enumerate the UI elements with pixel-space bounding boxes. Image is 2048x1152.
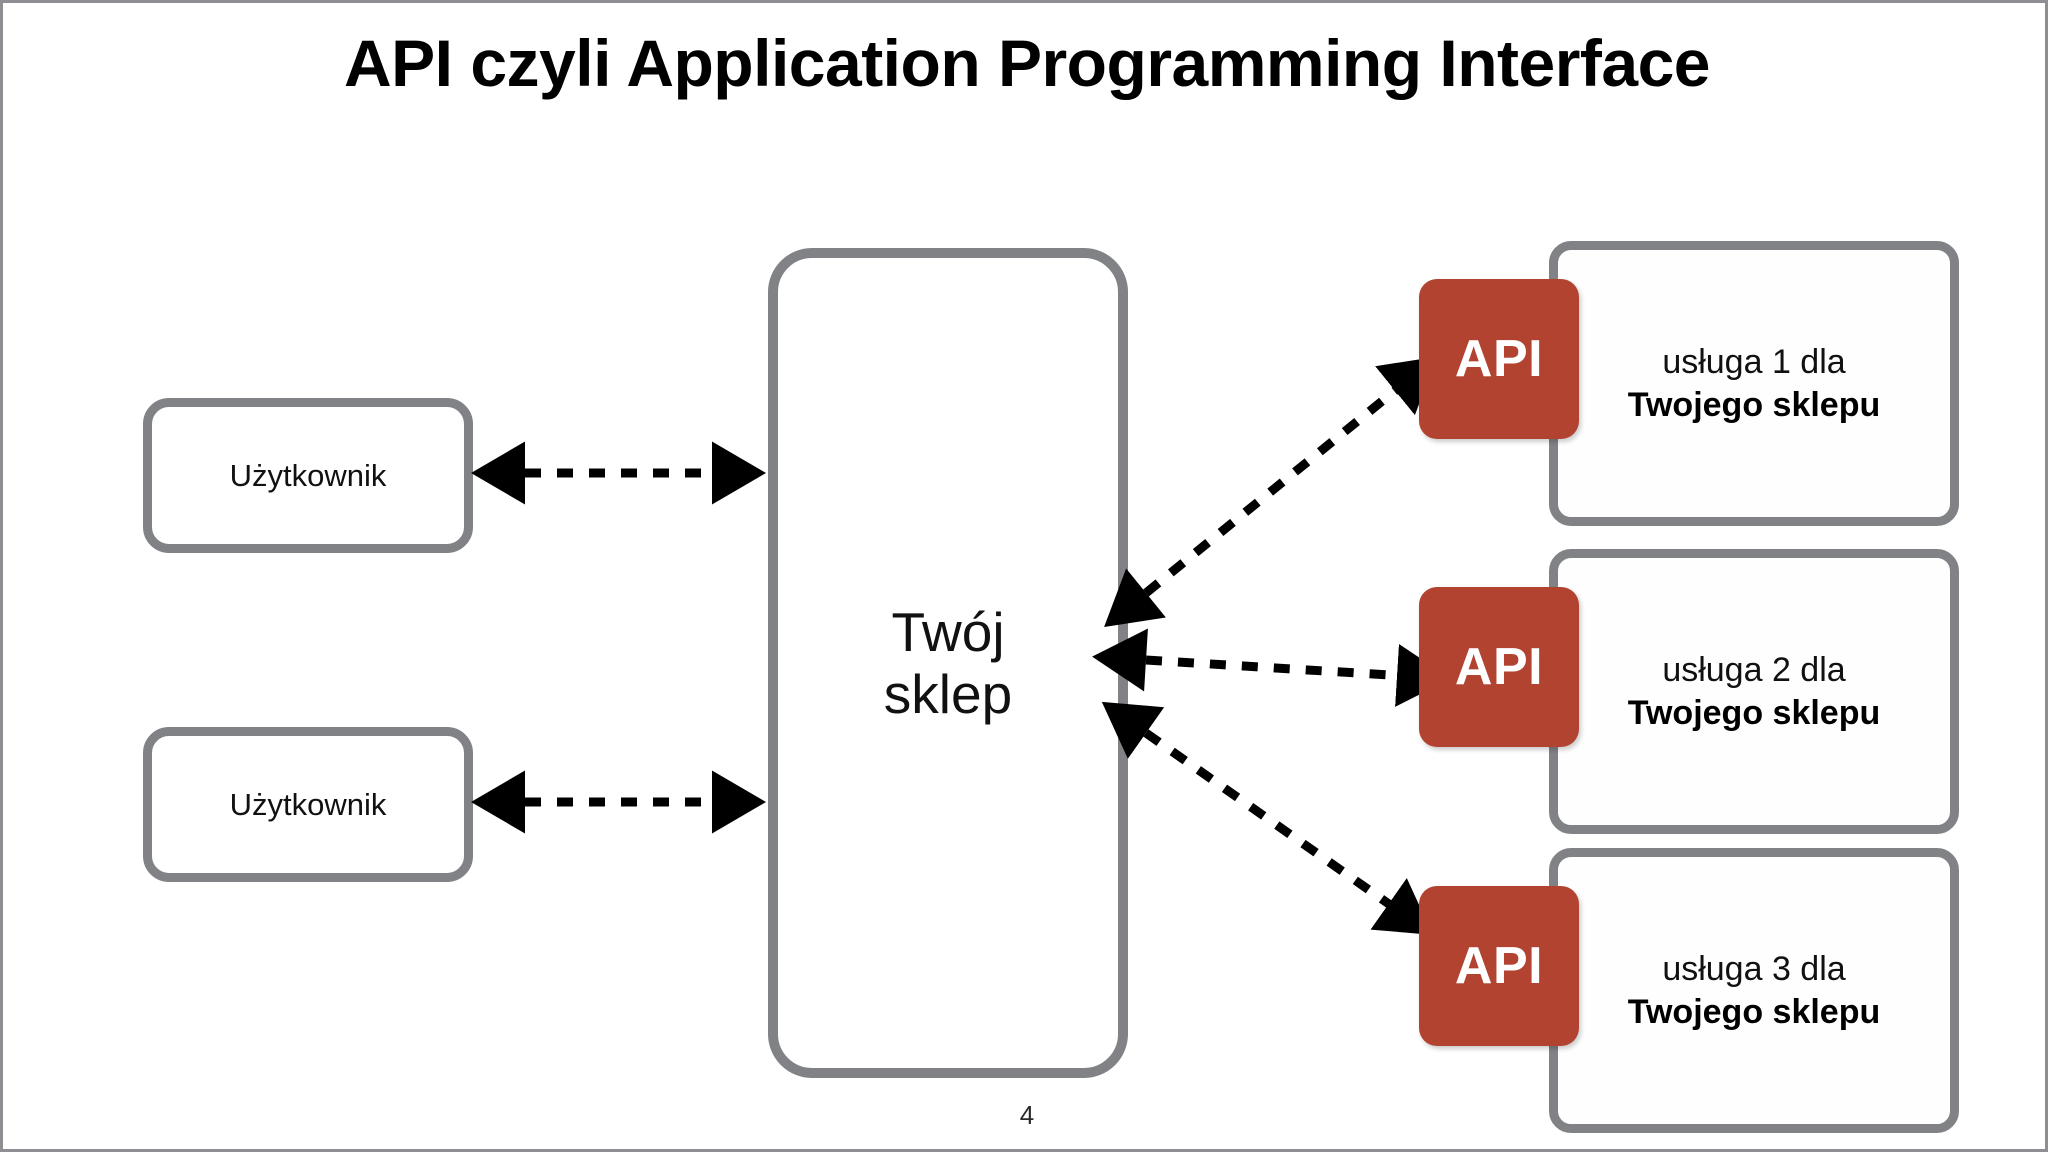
user-node-2[interactable]: Użytkownik [143, 727, 473, 882]
service-row-1: usługa 1 dla Twojego sklepu API [1419, 241, 1959, 526]
service-box-1-line2: Twojego sklepu [1627, 385, 1881, 424]
user-node-2-label: Użytkownik [229, 786, 387, 822]
service-box-2-line2: Twojego sklepu [1627, 693, 1881, 732]
connector-store-to-service-2-icon [1092, 628, 1451, 707]
service-box-3[interactable]: usługa 3 dla Twojego sklepu [1549, 848, 1959, 1133]
user-node-1-label: Użytkownik [229, 457, 387, 493]
page-number: 4 [1019, 1100, 1035, 1130]
api-badge-2-label: API [1454, 638, 1544, 696]
page-title: API czyli Application Programming Interf… [343, 26, 1711, 100]
store-node-label: Twój sklep [883, 600, 1013, 725]
store-node[interactable]: Twój sklep [768, 248, 1128, 1078]
connector-user-1-to-store-icon [471, 441, 766, 505]
connector-store-to-service-1-icon [1104, 356, 1437, 628]
service-box-1-line1: usługa 1 dla [1662, 343, 1846, 381]
service-box-1[interactable]: usługa 1 dla Twojego sklepu [1549, 241, 1959, 526]
user-node-1[interactable]: Użytkownik [143, 398, 473, 553]
connector-user-2-to-store-icon [471, 770, 766, 834]
api-badge-2[interactable]: API [1419, 587, 1579, 747]
service-box-3-line2: Twojego sklepu [1627, 992, 1881, 1031]
connector-store-to-service-3-icon [1101, 701, 1433, 935]
service-box-2-line1: usługa 2 dla [1662, 651, 1846, 689]
service-box-2[interactable]: usługa 2 dla Twojego sklepu [1549, 549, 1959, 834]
api-badge-3-label: API [1454, 937, 1544, 995]
service-box-3-line1: usługa 3 dla [1662, 950, 1846, 988]
service-row-3: usługa 3 dla Twojego sklepu API [1419, 848, 1959, 1133]
api-badge-3[interactable]: API [1419, 886, 1579, 1046]
api-badge-1-label: API [1454, 330, 1544, 388]
api-badge-1[interactable]: API [1419, 279, 1579, 439]
service-row-2: usługa 2 dla Twojego sklepu API [1419, 549, 1959, 834]
